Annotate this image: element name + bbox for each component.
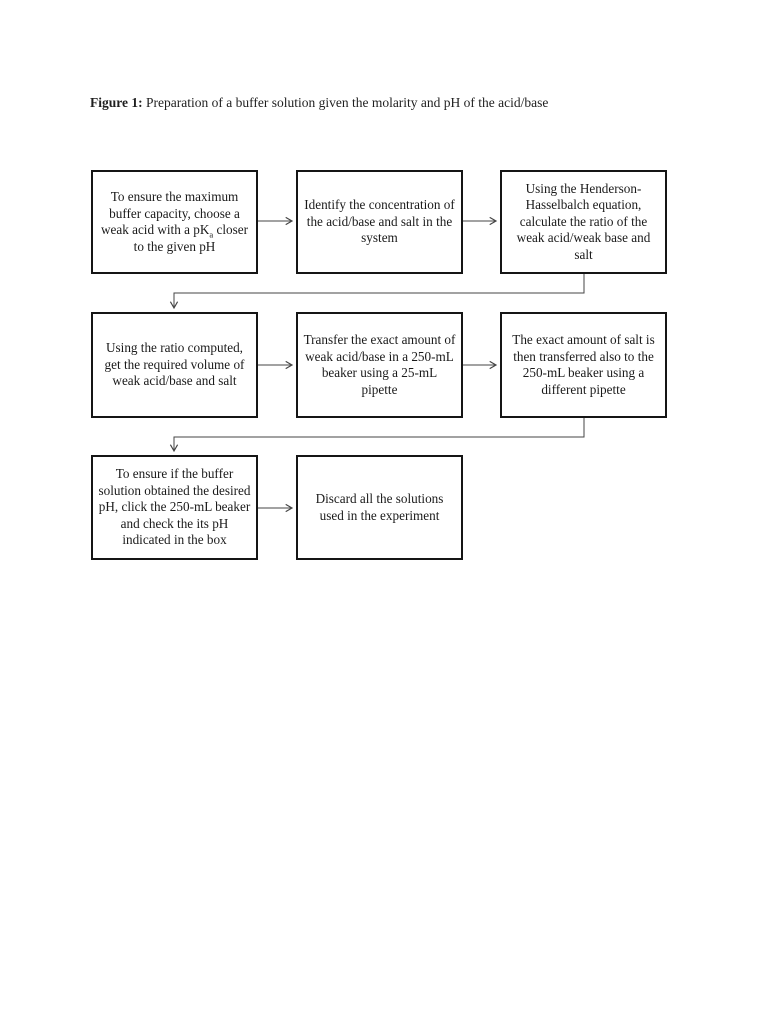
flow-box-step-1-text: To ensure the maximum buffer capacity, c… — [98, 189, 251, 255]
flow-box-step-3: Using the Henderson-Hasselbalch equation… — [500, 170, 667, 274]
step-1-subscript: a — [209, 229, 214, 240]
flow-box-step-7-text: To ensure if the buffer solution obtaine… — [98, 466, 251, 548]
connector-step3-to-step4 — [169, 274, 585, 310]
flow-box-step-2: Identify the concentration of the acid/b… — [296, 170, 463, 274]
connector-step6-to-step7 — [169, 418, 585, 453]
figure-caption: Figure 1: Preparation of a buffer soluti… — [90, 94, 710, 111]
flow-box-step-5: Transfer the exact amount of weak acid/b… — [296, 312, 463, 418]
step-1-text-end: closer to the given pH — [133, 222, 248, 254]
flow-box-step-8-text: Discard all the solutions used in the ex… — [315, 491, 444, 523]
flow-box-step-8: Discard all the solutions used in the ex… — [296, 455, 463, 560]
flow-box-step-2-text: Identify the concentration of the acid/b… — [304, 197, 455, 246]
flow-box-step-3-text: Using the Henderson-Hasselbalch equation… — [516, 180, 651, 262]
flow-box-step-4: Using the ratio computed, get the requir… — [91, 312, 258, 418]
flow-box-step-6: The exact amount of salt is then transfe… — [500, 312, 667, 418]
flow-box-step-7: To ensure if the buffer solution obtaine… — [91, 455, 258, 560]
figure-caption-text: Preparation of a buffer solution given t… — [142, 95, 549, 110]
figure-caption-label: Figure 1: — [90, 95, 143, 110]
flow-box-step-4-text: Using the ratio computed, get the requir… — [104, 340, 245, 389]
flow-box-step-1: To ensure the maximum buffer capacity, c… — [91, 170, 258, 274]
step-1-text-main: To ensure the maximum buffer capacity, c… — [100, 189, 240, 237]
flow-box-step-5-text: Transfer the exact amount of weak acid/b… — [303, 332, 456, 397]
flow-box-step-6-text: The exact amount of salt is then transfe… — [512, 332, 655, 397]
